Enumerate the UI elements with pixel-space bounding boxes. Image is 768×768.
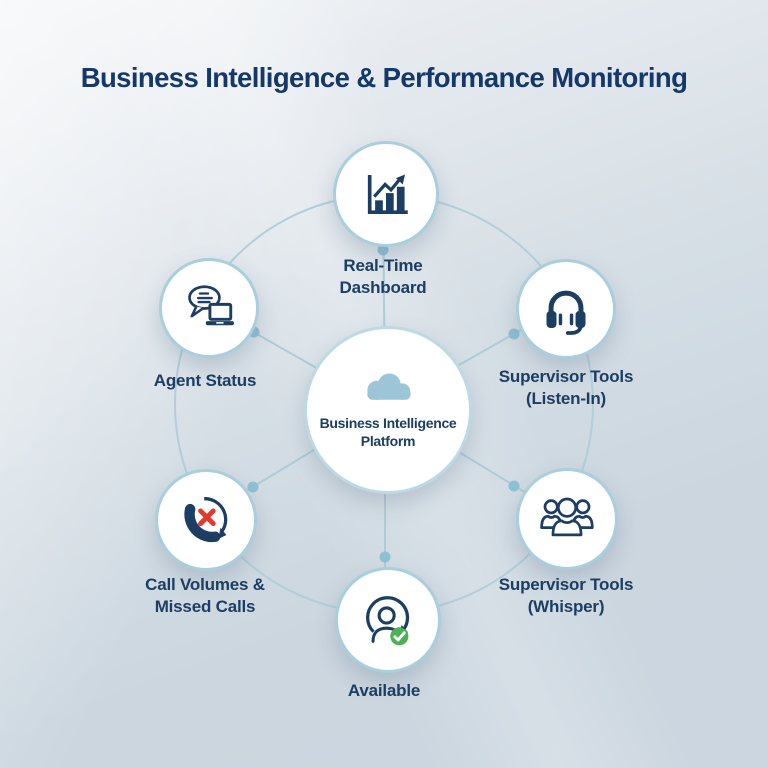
node-supervisor-tools-listen-in bbox=[516, 259, 616, 359]
node-label-call-volumes-missed-calls: Call Volumes & Missed Calls bbox=[145, 575, 265, 617]
bar-chart-trend-icon bbox=[367, 174, 408, 214]
node-call-volumes-missed-calls bbox=[155, 469, 257, 571]
node-available bbox=[335, 567, 441, 673]
node-label-agent-status: Agent Status bbox=[153, 371, 257, 390]
connector-dot bbox=[508, 480, 520, 492]
hub-node-business-intelligence-platform: Business Intelligence Platform bbox=[304, 326, 472, 494]
node-label-supervisor-tools-listen-in: Supervisor Tools (Listen-In) bbox=[498, 367, 634, 409]
cloud-icon bbox=[367, 373, 411, 400]
person-check-icon bbox=[366, 596, 410, 646]
node-real-time-dashboard bbox=[333, 141, 439, 247]
hub-label: Business Intelligence Platform bbox=[319, 414, 457, 449]
team-icon bbox=[540, 497, 594, 537]
node-supervisor-tools-whisper bbox=[516, 468, 618, 570]
node-label-supervisor-tools-whisper: Supervisor Tools (Whisper) bbox=[498, 575, 634, 617]
headset-icon bbox=[546, 290, 586, 335]
node-label-available: Available bbox=[347, 681, 421, 700]
page-title: Business Intelligence & Performance Moni… bbox=[80, 62, 688, 94]
missed-call-icon bbox=[184, 497, 228, 543]
connector-dot bbox=[379, 551, 391, 563]
connector-dot bbox=[508, 328, 520, 340]
connector-dot bbox=[247, 481, 259, 493]
chat-laptop-icon bbox=[188, 285, 234, 326]
node-agent-status bbox=[159, 258, 259, 358]
connector-dot bbox=[377, 244, 389, 256]
node-label-real-time-dashboard: Real-Time Dashboard bbox=[339, 256, 427, 298]
